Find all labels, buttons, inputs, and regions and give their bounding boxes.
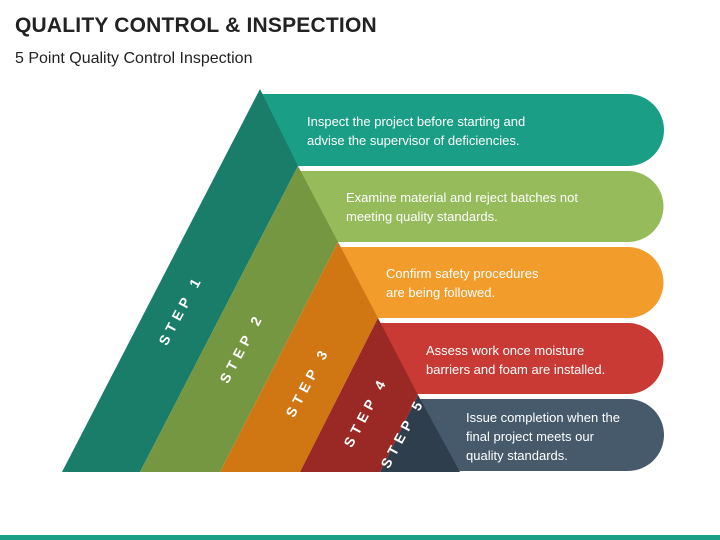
step-1-band [62,89,298,472]
footer-accent-bar [0,535,720,540]
step-3-banner [338,247,664,318]
step-4-banner [378,323,664,394]
step-1-banner [260,94,664,166]
step-2-band [140,166,338,472]
step-5-banner [418,399,664,471]
step-4-band [300,318,418,472]
step-5-band [380,395,460,472]
page-title: QUALITY CONTROL & INSPECTION [15,14,377,37]
step-2-banner [298,171,664,242]
page-subtitle: 5 Point Quality Control Inspection [15,50,253,67]
step-3-band [220,242,378,472]
